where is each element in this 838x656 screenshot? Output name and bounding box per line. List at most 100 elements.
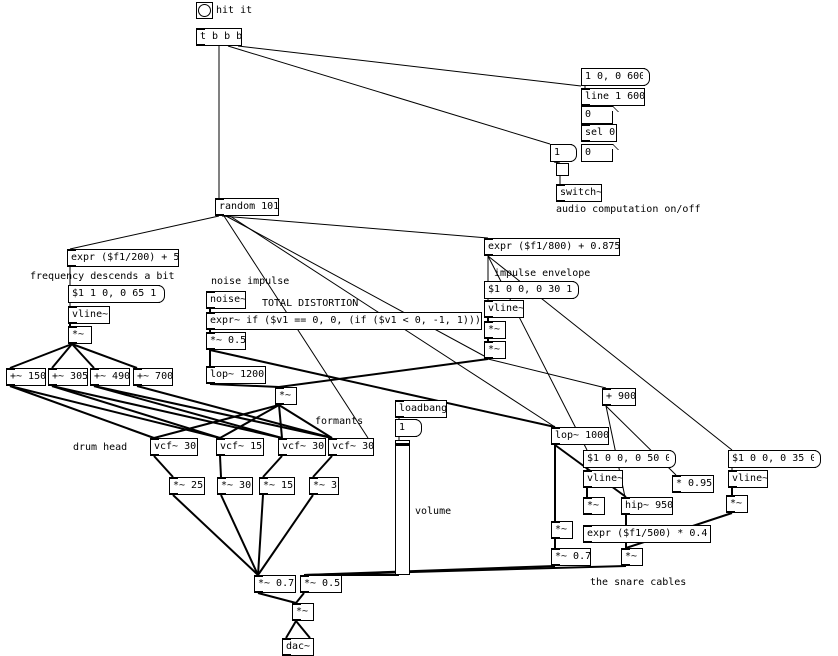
line-object[interactable]: line 1 600 bbox=[581, 88, 645, 106]
output-multiply-object[interactable]: *~ bbox=[292, 603, 314, 621]
vcf-15-object[interactable]: vcf~ 15 bbox=[216, 438, 264, 456]
add-150-object[interactable]: +~ 150 bbox=[6, 368, 46, 386]
formants-comment: formants bbox=[315, 416, 364, 427]
volume-message[interactable]: 1 bbox=[395, 419, 422, 437]
signal-cord[interactable] bbox=[153, 455, 174, 478]
frequency-multiply-object[interactable]: *~ bbox=[68, 326, 92, 344]
control-cord[interactable] bbox=[225, 215, 487, 358]
snare-vline-1-object[interactable]: vline~ bbox=[583, 470, 623, 488]
loadbang-object[interactable]: loadbang bbox=[395, 400, 447, 418]
signal-cord[interactable] bbox=[93, 385, 283, 439]
multiply-07-drum-object[interactable]: *~ 0.7 bbox=[254, 575, 296, 593]
signal-cord[interactable] bbox=[136, 385, 333, 439]
signal-cord[interactable] bbox=[209, 383, 280, 388]
signal-cord[interactable] bbox=[257, 494, 314, 576]
snare-multiply-3-object[interactable]: *~ bbox=[621, 548, 643, 566]
signal-cord[interactable] bbox=[278, 404, 333, 439]
signal-cord[interactable] bbox=[312, 455, 333, 478]
control-cord[interactable] bbox=[221, 215, 489, 239]
multiply-3-object[interactable]: *~ 3 bbox=[309, 477, 339, 495]
signal-cord[interactable] bbox=[219, 455, 222, 478]
one-message[interactable]: 1 bbox=[550, 144, 577, 162]
signal-cord[interactable] bbox=[153, 404, 280, 439]
vcf-30-b-object[interactable]: vcf~ 30 bbox=[278, 438, 326, 456]
vcf-30-c-object[interactable]: vcf~ 30 bbox=[328, 438, 374, 456]
signal-cord[interactable] bbox=[262, 455, 283, 478]
control-cord[interactable] bbox=[227, 45, 551, 145]
switch-object[interactable]: switch~ bbox=[556, 184, 602, 202]
control-cord[interactable] bbox=[487, 358, 607, 389]
volume-slider-knob[interactable] bbox=[396, 443, 409, 446]
signal-cord[interactable] bbox=[278, 358, 489, 388]
frequency-vline-object[interactable]: vline~ bbox=[68, 306, 110, 324]
add-490-object[interactable]: +~ 490 bbox=[90, 368, 130, 386]
noise-multiply-object[interactable]: *~ bbox=[275, 387, 297, 405]
signal-cord[interactable] bbox=[51, 385, 283, 439]
signal-cord[interactable] bbox=[209, 349, 556, 428]
expr-envelope-object[interactable]: expr ($f1/800) + 0.875 bbox=[484, 238, 620, 256]
hip-950-object[interactable]: hip~ 950 bbox=[621, 497, 673, 515]
signal-cord[interactable] bbox=[257, 494, 264, 576]
signal-cord[interactable] bbox=[93, 385, 333, 439]
expr-frequency-object[interactable]: expr ($f1/200) + 5 bbox=[67, 249, 179, 267]
control-cord[interactable] bbox=[237, 45, 582, 87]
signal-cord[interactable] bbox=[257, 592, 297, 604]
multiply-25-object[interactable]: *~ 25 bbox=[169, 477, 205, 495]
signal-cord[interactable] bbox=[9, 385, 155, 439]
envelope-vline-object[interactable]: vline~ bbox=[484, 300, 524, 318]
expr-distortion-object[interactable]: expr~ if ($v1 == 0, 0, (if ($v1 < 0, -1,… bbox=[206, 312, 482, 330]
multiply-05-volume-object[interactable]: *~ 0.5 bbox=[300, 575, 342, 593]
signal-cord[interactable] bbox=[295, 620, 311, 639]
signal-cord[interactable] bbox=[71, 343, 95, 369]
signal-cord[interactable] bbox=[51, 385, 221, 439]
signal-cord[interactable] bbox=[51, 343, 73, 369]
add-700-object[interactable]: +~ 700 bbox=[133, 368, 173, 386]
sel-number-atom[interactable]: 0 bbox=[581, 144, 613, 162]
hit-it-bang[interactable] bbox=[196, 2, 213, 19]
frequency-vline-message[interactable]: $1 1 0, 0 65 1 bbox=[68, 285, 165, 303]
dsp-toggle[interactable] bbox=[556, 163, 569, 176]
control-cord[interactable] bbox=[553, 161, 561, 164]
multiply-30-object[interactable]: *~ 30 bbox=[217, 477, 253, 495]
envelope-multiply-2-object[interactable]: *~ bbox=[484, 341, 506, 359]
signal-cord[interactable] bbox=[220, 494, 259, 576]
lop-1000-object[interactable]: lop~ 1000 bbox=[551, 427, 609, 445]
signal-cord[interactable] bbox=[71, 343, 138, 369]
snare-cables-comment: the snare cables bbox=[590, 577, 687, 588]
vcf-30-a-object[interactable]: vcf~ 30 bbox=[150, 438, 198, 456]
control-cord[interactable] bbox=[69, 215, 220, 250]
snare-vline-2-object[interactable]: vline~ bbox=[728, 470, 768, 488]
envelope-multiply-1-object[interactable]: *~ bbox=[484, 321, 506, 339]
sel-object[interactable]: sel 0 bbox=[581, 124, 617, 142]
volume-slider[interactable] bbox=[395, 440, 410, 575]
plus-900-object[interactable]: + 900 bbox=[602, 388, 636, 406]
lop-1200-object[interactable]: lop~ 1200 bbox=[206, 366, 266, 384]
hit-it-label: hit it bbox=[216, 5, 253, 16]
signal-cord[interactable] bbox=[285, 620, 297, 639]
multiply-07-snare-object[interactable]: *~ 0.7 bbox=[551, 548, 591, 566]
noise-object[interactable]: noise~ bbox=[206, 291, 246, 309]
signal-cord[interactable] bbox=[9, 343, 73, 369]
snare-multiply-2-object[interactable]: *~ bbox=[551, 521, 573, 539]
multiply-095-object[interactable]: * 0.95 bbox=[672, 475, 714, 493]
dac-object[interactable]: dac~ bbox=[282, 638, 314, 656]
snare-vline-1-message[interactable]: $1 0 0, 0 50 0 bbox=[583, 450, 676, 468]
snare-multiply-4-object[interactable]: *~ bbox=[726, 495, 748, 513]
line-message[interactable]: 1 0, 0 600 bbox=[581, 68, 650, 86]
envelope-vline-message[interactable]: $1 0 0, 0 30 1 bbox=[484, 281, 579, 299]
signal-cord[interactable] bbox=[278, 404, 283, 439]
multiply-05-object[interactable]: *~ 0.5 bbox=[206, 332, 246, 350]
signal-cord[interactable] bbox=[303, 565, 627, 576]
random-object[interactable]: random 101 bbox=[215, 198, 279, 216]
multiply-15-object[interactable]: *~ 15 bbox=[259, 477, 295, 495]
add-305-object[interactable]: +~ 305 bbox=[48, 368, 88, 386]
expr-snare-object[interactable]: expr ($f1/500) * 0.4 bbox=[583, 525, 711, 543]
signal-cord[interactable] bbox=[172, 494, 259, 576]
line-number-atom[interactable]: 0 bbox=[581, 106, 613, 124]
snare-multiply-1-object[interactable]: *~ bbox=[583, 497, 605, 515]
trigger-object[interactable]: t b b b bbox=[196, 28, 242, 46]
signal-cord[interactable] bbox=[295, 592, 305, 604]
snare-vline-2-message[interactable]: $1 0 0, 0 35 0 bbox=[728, 450, 821, 468]
signal-cord[interactable] bbox=[219, 404, 280, 439]
